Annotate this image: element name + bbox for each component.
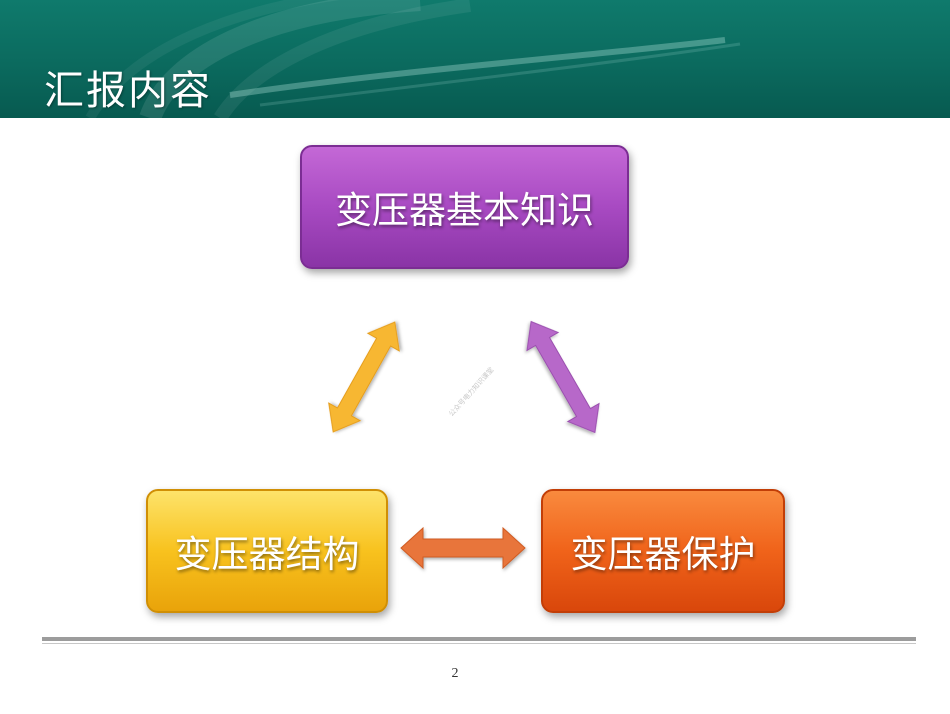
header-bar: 汇报内容 [0, 0, 950, 118]
topic-box-basic-knowledge: 变压器基本知识 [300, 145, 629, 269]
double-arrow-structure-to-basic [328, 321, 400, 433]
topic-label-structure: 变压器结构 [174, 533, 360, 576]
page-number: 2 [451, 666, 459, 681]
topic-box-structure: 变压器结构 [146, 489, 388, 613]
footer-divider-thin [42, 643, 916, 644]
topic-label-protection: 变压器保护 [570, 533, 756, 576]
footer-divider [42, 637, 916, 641]
topic-label-basic-knowledge: 变压器基本知识 [335, 189, 594, 232]
header-swoosh-decoration [85, 0, 741, 118]
slide-title: 汇报内容 [44, 68, 212, 114]
double-arrow-structure-to-protection [400, 526, 526, 570]
double-arrow-basic-to-protection [526, 320, 600, 434]
topic-box-protection: 变压器保护 [541, 489, 785, 613]
